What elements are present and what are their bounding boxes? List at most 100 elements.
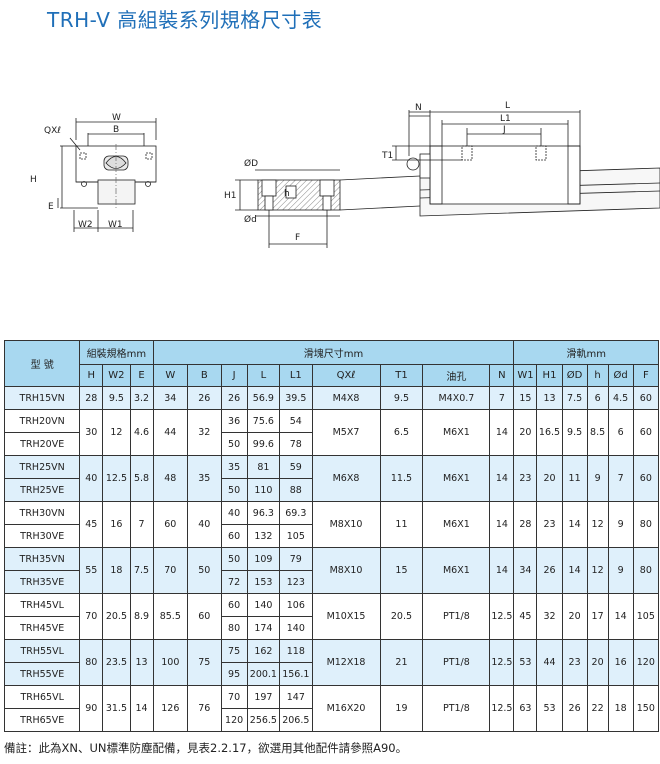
table-cell: 14 bbox=[489, 409, 515, 456]
table-cell: 18 bbox=[102, 547, 131, 594]
dim-f-label: F bbox=[295, 233, 300, 243]
table-cell: 109 bbox=[246, 547, 281, 571]
dim-j-label: J bbox=[502, 125, 506, 135]
table-cell: 70 bbox=[79, 593, 104, 640]
table-cell: 118 bbox=[279, 639, 313, 663]
table-cell: PT1/8 bbox=[422, 685, 491, 732]
dim-h-label: H bbox=[30, 175, 37, 185]
table-cell: 11 bbox=[379, 501, 424, 548]
dim-od-small-label: Ød bbox=[244, 214, 257, 225]
dim-w-label: W bbox=[112, 113, 121, 123]
table-cell: 7.5 bbox=[561, 386, 588, 410]
table-cell: 69.3 bbox=[279, 501, 313, 525]
dim-h1-label: H1 bbox=[224, 191, 237, 201]
table-cell: 15 bbox=[513, 386, 538, 410]
page-title: TRH-V 高組裝系列規格尺寸表 bbox=[47, 8, 323, 32]
table-cell: 14 bbox=[489, 547, 515, 594]
table-cell: 126 bbox=[152, 685, 189, 732]
table-cell: 197 bbox=[246, 685, 281, 709]
table-cell: 162 bbox=[246, 639, 281, 663]
technical-drawings: W B QXℓ H E W2 W1 ØD H1 h Ød F bbox=[30, 101, 660, 248]
table-cell: 105 bbox=[632, 593, 660, 640]
model-cell: TRH45VE bbox=[3, 616, 81, 640]
table-cell: 32 bbox=[536, 593, 563, 640]
table-cell: 9 bbox=[586, 455, 609, 502]
model-cell: TRH35VN bbox=[3, 547, 81, 571]
table-cell: 45 bbox=[79, 501, 104, 548]
model-cell: TRH45VL bbox=[3, 593, 81, 617]
table-cell: 14 bbox=[561, 547, 588, 594]
table-cell: 12 bbox=[586, 501, 609, 548]
table-cell: 16 bbox=[102, 501, 131, 548]
table-cell: 7.5 bbox=[129, 547, 154, 594]
table-cell: 20 bbox=[513, 409, 538, 456]
table-cell: 6 bbox=[586, 386, 609, 410]
table-cell: 60 bbox=[187, 593, 222, 640]
column-header: E bbox=[129, 364, 154, 387]
column-header: 油孔 bbox=[422, 364, 491, 387]
table-cell: 20 bbox=[586, 639, 609, 686]
model-cell: TRH30VN bbox=[3, 501, 81, 525]
table-cell: 54 bbox=[279, 409, 313, 433]
table-cell: M6X8 bbox=[311, 455, 381, 502]
table-cell: 11.5 bbox=[379, 455, 424, 502]
model-cell: TRH20VN bbox=[3, 409, 81, 433]
table-cell: 14 bbox=[489, 455, 515, 502]
column-header: W bbox=[152, 364, 189, 387]
table-cell: 40 bbox=[220, 501, 248, 525]
table-cell: 8.9 bbox=[129, 593, 154, 640]
table-cell: 12 bbox=[586, 547, 609, 594]
table-cell: 132 bbox=[246, 524, 281, 548]
table-cell: 50 bbox=[220, 432, 248, 456]
table-cell: 22 bbox=[586, 685, 609, 732]
table-cell: 50 bbox=[220, 547, 248, 571]
table-cell: 60 bbox=[632, 455, 660, 502]
table-cell: 206.5 bbox=[279, 708, 313, 732]
table-cell: 16 bbox=[607, 639, 634, 686]
dim-qx-label: QXℓ bbox=[44, 126, 61, 136]
table-cell: 123 bbox=[279, 570, 313, 594]
table-cell: M8X10 bbox=[311, 547, 381, 594]
table-cell: 31.5 bbox=[102, 685, 131, 732]
table-cell: 26 bbox=[220, 386, 248, 410]
table-cell: 16.5 bbox=[536, 409, 563, 456]
column-header: QXℓ bbox=[311, 364, 381, 387]
table-cell: M12X18 bbox=[311, 639, 381, 686]
table-cell: 60 bbox=[632, 386, 660, 410]
table-cell: 106 bbox=[279, 593, 313, 617]
table-cell: 56.9 bbox=[246, 386, 281, 410]
table-cell: 6.5 bbox=[379, 409, 424, 456]
table-cell: M6X1 bbox=[422, 455, 491, 502]
column-header: L1 bbox=[279, 364, 313, 387]
model-cell: TRH65VE bbox=[3, 708, 81, 732]
column-header: J bbox=[220, 364, 248, 387]
table-cell: 36 bbox=[220, 409, 248, 433]
table-cell: 53 bbox=[513, 639, 538, 686]
dim-b-label: B bbox=[113, 125, 119, 135]
column-header: W1 bbox=[513, 364, 538, 387]
table-cell: 12 bbox=[102, 409, 131, 456]
table-cell: 20.5 bbox=[102, 593, 131, 640]
table-cell: 6 bbox=[607, 409, 634, 456]
dim-l-label: L bbox=[505, 101, 510, 111]
table-cell: 120 bbox=[220, 708, 248, 732]
table-cell: 55 bbox=[79, 547, 104, 594]
table-cell: 39.5 bbox=[279, 386, 313, 410]
table-cell: 44 bbox=[152, 409, 189, 456]
column-header: ØD bbox=[561, 364, 588, 387]
table-cell: PT1/8 bbox=[422, 593, 491, 640]
table-cell: 45 bbox=[513, 593, 538, 640]
side-view-drawing bbox=[392, 110, 660, 217]
header-assembly: 組裝規格mm bbox=[79, 340, 154, 365]
